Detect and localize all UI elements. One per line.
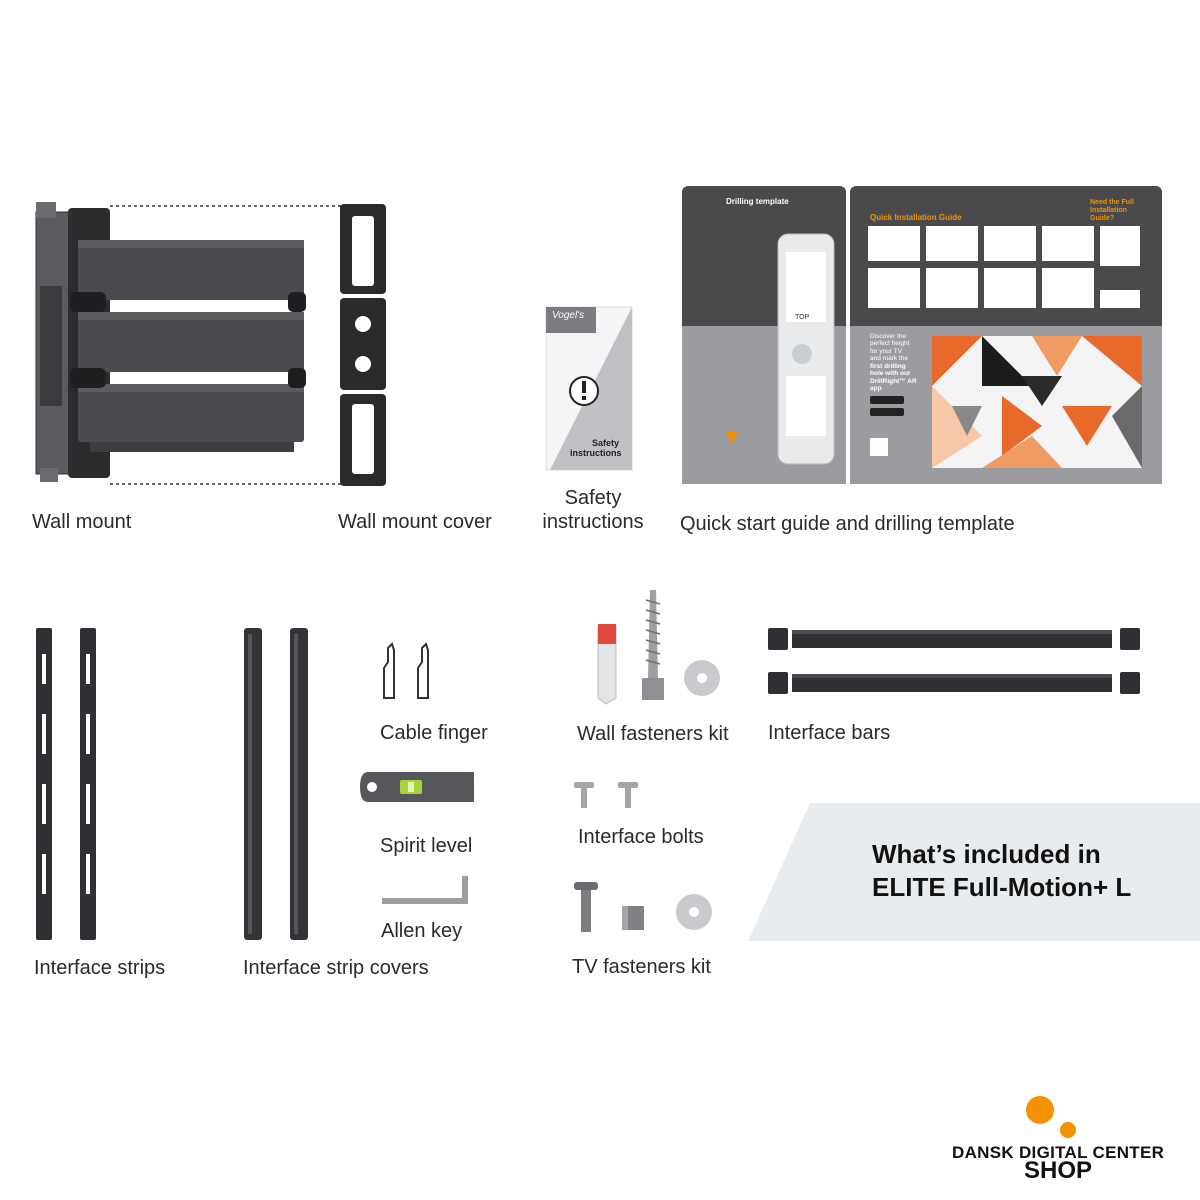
cable-finger-image (383, 642, 429, 699)
wall-fasteners-kit-label: Wall fasteners kit (577, 723, 729, 745)
guide-need-full: Need the Full Installation Guide? (1090, 199, 1134, 223)
guide-discover: Discover the perfect height for your TV … (870, 333, 917, 393)
interface-bars-image (768, 628, 1140, 694)
tv-fasteners-kit-label: TV fasteners kit (572, 956, 711, 978)
interface-strip-covers-image (244, 628, 308, 940)
safety-label-line1: Safety (564, 487, 622, 509)
cable-finger-label: Cable finger (380, 722, 488, 744)
guide-discover-line1: Discover the (870, 333, 907, 340)
guide-drilling-title: Drilling template (726, 197, 789, 206)
guide-discover-line3: for your TV (870, 347, 903, 355)
safety-booklet-image (545, 306, 633, 471)
booklet-brand: Vogel's (552, 310, 585, 321)
safety-label-line2: instructions (542, 511, 644, 533)
guide-discover-line2: perfect height (870, 340, 910, 348)
guide-need-full-line3: Guide? (1090, 215, 1115, 223)
interface-strip-covers-label: Interface strip covers (243, 957, 429, 979)
interface-strips-image (36, 628, 96, 940)
guide-top-label: TOP (795, 314, 810, 321)
wall-fasteners-kit-image (597, 590, 720, 705)
safety-instructions-label: Safety instructions (536, 486, 650, 534)
whats-included-banner (748, 803, 1200, 941)
guide-discover-line8: app (870, 385, 882, 393)
guide-need-full-line2: Installation (1090, 207, 1127, 215)
wall-mount-cover-label: Wall mount cover (338, 511, 492, 533)
allen-key-label: Allen key (381, 920, 463, 942)
allen-key-image (382, 876, 468, 904)
interface-bolts-image (574, 782, 638, 808)
guide-need-full-line1: Need the Full (1090, 199, 1134, 206)
shop-logo-icon (1026, 1096, 1076, 1138)
wall-mount-cover-image (340, 204, 386, 486)
wall-mount-label: Wall mount (32, 511, 132, 533)
shop-logo-line2: SHOP (1024, 1157, 1093, 1184)
spirit-level-label: Spirit level (380, 835, 473, 857)
interface-bars-label: Interface bars (768, 722, 891, 744)
banner-text: What’s included in ELITE Full-Motion+ L (872, 838, 1131, 903)
guide-discover-line4: and mark the (870, 355, 908, 363)
shop-logo-line1: DANSK DIGITAL CENTER (952, 1143, 1165, 1162)
banner-line2: ELITE Full-Motion+ L (872, 871, 1132, 902)
guide-discover-line7: DrillRight™ AR (870, 377, 917, 385)
interface-bolts-label: Interface bolts (578, 826, 704, 848)
interface-strips-label: Interface strips (34, 957, 166, 979)
tv-fasteners-kit-image (574, 882, 712, 932)
banner-line1: What’s included in (872, 839, 1101, 869)
booklet-title-line1: Safety (592, 438, 620, 448)
guide-discover-line6: hole with our (870, 370, 911, 378)
wall-mount-image (35, 202, 350, 485)
booklet-title-line2: instructions (570, 448, 622, 458)
quick-start-guide-image (682, 186, 1162, 484)
guide-discover-line5: first drilling (870, 362, 906, 370)
quick-start-label: Quick start guide and drilling template (680, 513, 1015, 535)
spirit-level-image (360, 772, 474, 802)
guide-quick-title: Quick Installation Guide (870, 213, 962, 222)
